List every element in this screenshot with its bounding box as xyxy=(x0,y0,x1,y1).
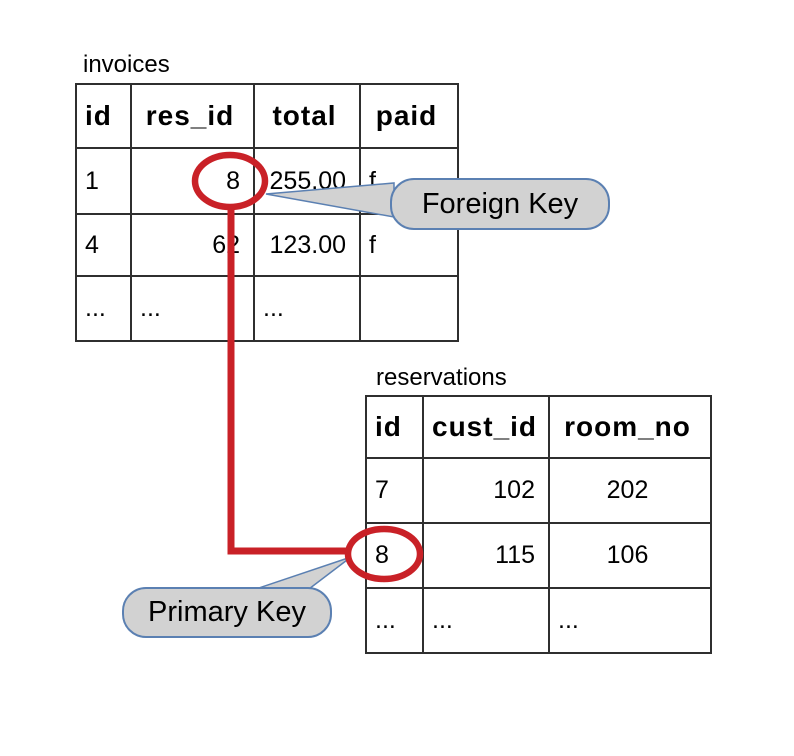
reservations-table: id cust_id room_no 7 102 202 8 115 106 .… xyxy=(365,395,712,654)
foreign-key-callout-label: Foreign Key xyxy=(421,187,579,220)
invoices-row-ellipsis: ... ... ... xyxy=(75,275,459,342)
reservations-cell-room-202: 202 xyxy=(548,457,712,524)
reservations-table-title: reservations xyxy=(376,364,507,391)
invoices-header-paid: paid xyxy=(359,83,459,149)
invoices-header-total: total xyxy=(253,83,361,149)
invoices-cell-res-id-8: 8 xyxy=(130,147,255,215)
reservations-header-cust-id: cust_id xyxy=(422,395,550,459)
primary-key-callout: Primary Key xyxy=(122,587,332,638)
primary-key-callout-label: Primary Key xyxy=(148,596,306,628)
reservations-row-2: 8 115 106 xyxy=(365,522,712,589)
reservations-cell-ellipsis-id: ... xyxy=(365,587,424,654)
invoices-table-title: invoices xyxy=(83,51,170,78)
invoices-cell-id-1: 1 xyxy=(75,147,132,215)
reservations-cell-id-8: 8 xyxy=(365,522,424,589)
invoices-cell-id-4: 4 xyxy=(75,213,132,277)
reservations-cell-ellipsis-room: ... xyxy=(548,587,712,654)
reservations-cell-room-106: 106 xyxy=(548,522,712,589)
reservations-header-id: id xyxy=(365,395,424,459)
invoices-header-res-id: res_id xyxy=(130,83,255,149)
foreign-key-callout: Foreign Key xyxy=(390,178,610,230)
invoices-cell-total-123: 123.00 xyxy=(253,213,361,277)
reservations-cell-id-7: 7 xyxy=(365,457,424,524)
invoices-cell-ellipsis-total: ... xyxy=(253,275,361,342)
reservations-header-row: id cust_id room_no xyxy=(365,395,712,459)
invoices-cell-ellipsis-paid xyxy=(359,275,459,342)
invoices-cell-res-id-62: 62 xyxy=(130,213,255,277)
reservations-cell-ellipsis-cust: ... xyxy=(422,587,550,654)
reservations-cell-cust-102: 102 xyxy=(422,457,550,524)
reservations-row-ellipsis: ... ... ... xyxy=(365,587,712,654)
invoices-cell-total-255: 255.00 xyxy=(253,147,361,215)
invoices-header-row: id res_id total paid xyxy=(75,83,459,149)
invoices-cell-ellipsis-res-id: ... xyxy=(130,275,255,342)
reservations-cell-cust-115: 115 xyxy=(422,522,550,589)
invoices-header-id: id xyxy=(75,83,132,149)
invoices-cell-ellipsis-id: ... xyxy=(75,275,132,342)
reservations-header-room-no: room_no xyxy=(548,395,712,459)
reservations-row-1: 7 102 202 xyxy=(365,457,712,524)
